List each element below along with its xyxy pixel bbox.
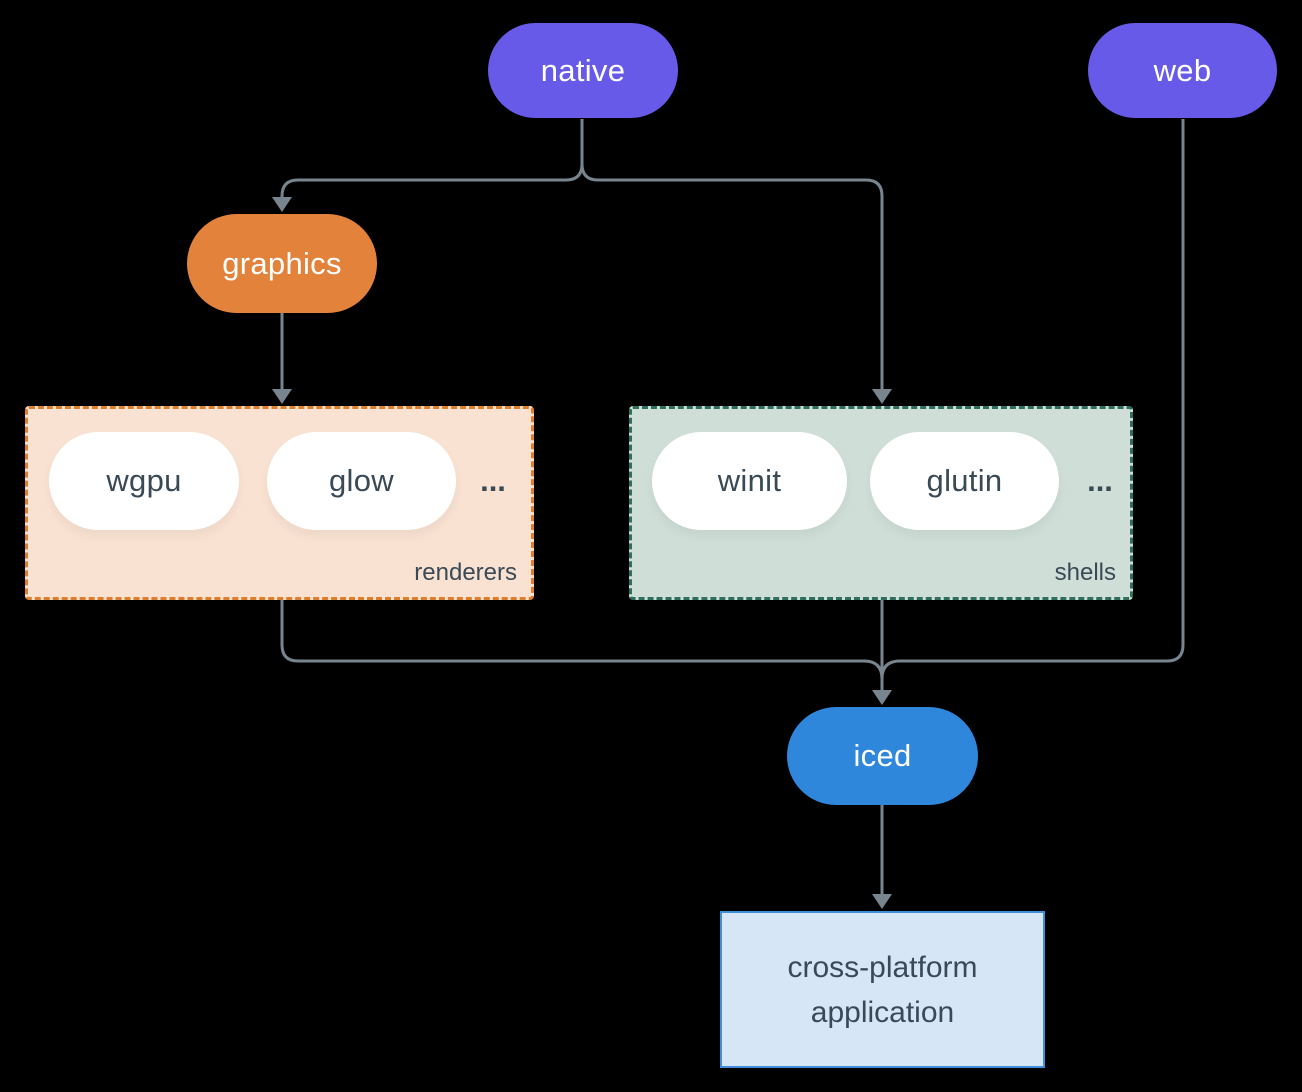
node-graphics-label: graphics bbox=[222, 245, 342, 281]
node-native-label: native bbox=[540, 52, 626, 88]
node-glow: glow bbox=[267, 432, 456, 530]
group-renderers: wgpu glow ... renderers bbox=[25, 406, 534, 600]
node-web: web bbox=[1088, 23, 1277, 118]
edge-renderers-junction bbox=[280, 600, 884, 680]
arrowhead-app bbox=[872, 894, 892, 909]
node-wgpu: wgpu bbox=[49, 432, 239, 530]
arrowhead-renderers bbox=[272, 389, 292, 404]
renderers-ellipsis: ... bbox=[480, 463, 506, 498]
edge-web-junction bbox=[880, 119, 1185, 680]
node-native: native bbox=[488, 23, 678, 118]
group-shells: winit glutin ... shells bbox=[629, 406, 1133, 600]
node-glutin: glutin bbox=[870, 432, 1059, 530]
node-web-label: web bbox=[1153, 52, 1212, 88]
edge-split-graphics bbox=[280, 163, 584, 198]
arrowhead-iced bbox=[872, 690, 892, 705]
node-iced-label: iced bbox=[853, 738, 912, 773]
arrowhead-shells bbox=[872, 389, 892, 404]
app-label-line1: cross-platform bbox=[787, 950, 978, 984]
node-iced: iced bbox=[787, 707, 978, 805]
shells-group-label: shells bbox=[1054, 559, 1116, 586]
app-label-line2: application bbox=[810, 995, 955, 1029]
shells-ellipsis: ... bbox=[1087, 463, 1113, 498]
node-winit-label: winit bbox=[717, 463, 782, 498]
node-glutin-label: glutin bbox=[926, 463, 1003, 498]
node-wgpu-label: wgpu bbox=[106, 463, 182, 498]
node-winit: winit bbox=[652, 432, 847, 530]
edge-split-shells bbox=[580, 163, 884, 390]
arrowhead-graphics bbox=[272, 197, 292, 212]
renderers-group-label: renderers bbox=[414, 559, 517, 586]
node-cross-platform-application: cross-platform application bbox=[720, 911, 1045, 1068]
node-graphics: graphics bbox=[187, 214, 377, 313]
node-glow-label: glow bbox=[329, 463, 394, 498]
